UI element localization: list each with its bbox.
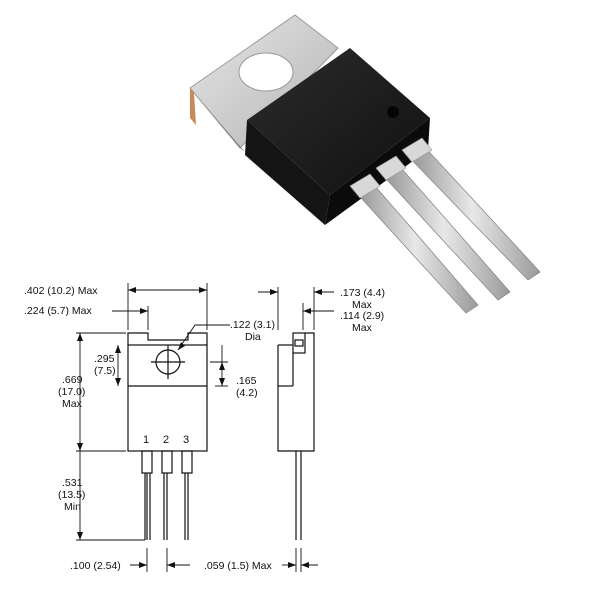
dim-lead-thickness: .059 (1.5) Max [204, 560, 272, 572]
dim-pitch: .100 (2.54) [70, 560, 121, 572]
front-view-arrowheads [77, 287, 225, 568]
dim-body-height-3: Max [62, 398, 83, 410]
dimension-labels: .402 (10.2) Max .224 (5.7) Max .122 (3.1… [24, 285, 385, 572]
dim-lead-length-1: .531 [62, 477, 83, 489]
pin-labels: 1 2 3 [143, 434, 189, 446]
side-view-arrowheads [270, 289, 322, 568]
side-view-drawing [277, 332, 315, 540]
front-view-drawing [127, 332, 208, 540]
dim-tab-thickness-1: .114 (2.9) [340, 310, 384, 322]
pin-label-3: 3 [183, 434, 189, 446]
dim-lead-length-2: (13.5) [58, 489, 85, 501]
dim-body-height-1: .669 [62, 374, 83, 386]
photo-leads [349, 137, 541, 314]
dim-hole-to-edge-1: .165 [236, 375, 257, 387]
dim-thickness-max-2: Max [352, 299, 373, 311]
dim-lead-length-3: Min [64, 501, 81, 513]
pin-label-1: 1 [143, 434, 149, 446]
dim-hole-offset-1: .295 [94, 353, 115, 365]
dim-tab-width-max: .224 (5.7) Max [24, 305, 92, 317]
dim-width-max: .402 (10.2) Max [24, 285, 98, 297]
body-dimple [387, 106, 399, 118]
transistor-photo [189, 14, 541, 314]
pin-label-2: 2 [163, 434, 169, 446]
mounting-hole [238, 52, 294, 92]
dim-hole-dia-2: Dia [245, 331, 261, 343]
epoxy-body [245, 48, 430, 225]
dim-thickness-max-1: .173 (4.4) [340, 287, 385, 299]
dim-hole-to-edge-2: (4.2) [236, 387, 258, 399]
dim-hole-dia-1: .122 (3.1) [230, 319, 275, 331]
dim-tab-thickness-2: Max [352, 322, 373, 334]
dim-body-height-2: (17.0) [58, 386, 85, 398]
dim-hole-offset-2: (7.5) [94, 365, 116, 377]
metal-tab [189, 14, 339, 152]
